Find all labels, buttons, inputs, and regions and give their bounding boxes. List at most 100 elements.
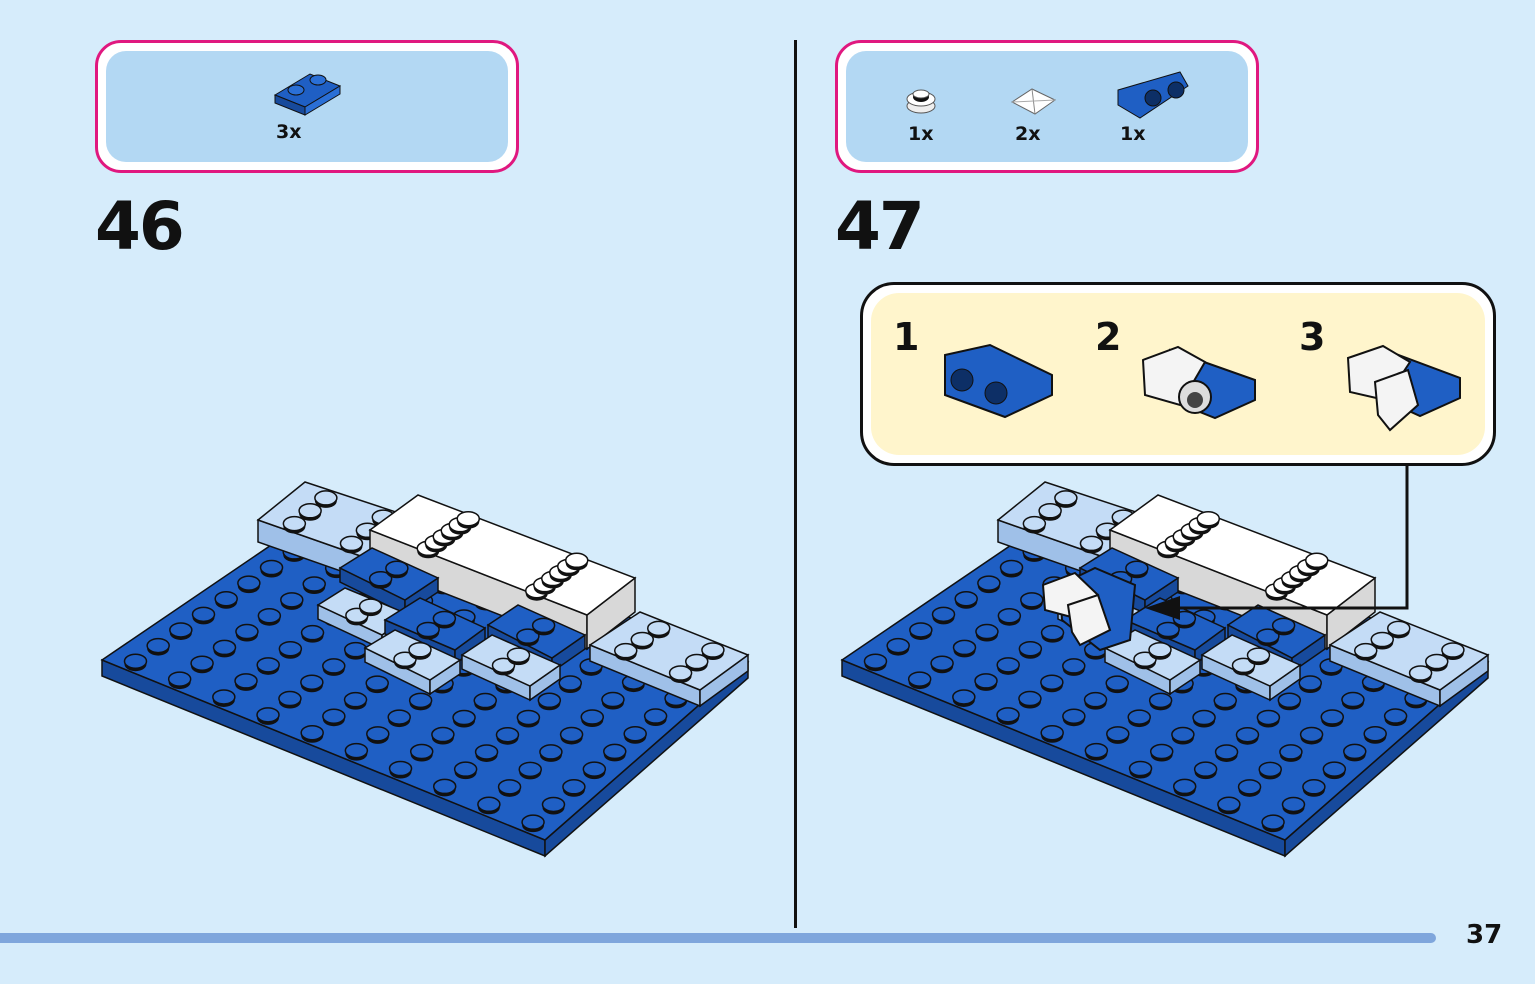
- stud: [623, 725, 647, 742]
- stud: [1305, 552, 1329, 569]
- stud: [474, 744, 499, 760]
- model-step-47: [840, 481, 1490, 858]
- stud: [952, 689, 976, 705]
- stud: [212, 639, 237, 656]
- stud: [1277, 692, 1302, 709]
- stud: [314, 490, 338, 506]
- light-plate: [588, 611, 750, 691]
- substep-1-bracket-icon: [944, 343, 1053, 419]
- stud: [1172, 778, 1197, 795]
- stud: [473, 692, 497, 709]
- stud: [1018, 690, 1042, 707]
- stud: [1022, 515, 1047, 532]
- stud: [300, 724, 324, 741]
- part-qty: 3x: [276, 121, 302, 143]
- stud: [1213, 692, 1237, 709]
- stud: [237, 575, 261, 591]
- stud: [322, 708, 346, 724]
- stud: [1271, 617, 1296, 634]
- white-round-plate-icon: [906, 89, 936, 114]
- stud: [322, 658, 346, 674]
- stud: [1128, 760, 1153, 777]
- stud: [1196, 510, 1220, 527]
- stud: [432, 610, 457, 627]
- stud: [565, 552, 589, 569]
- substep-number: 2: [1095, 315, 1122, 359]
- stud: [541, 796, 566, 813]
- stud: [278, 640, 303, 657]
- stud: [1441, 642, 1465, 658]
- stud: [1020, 592, 1044, 608]
- stud: [996, 707, 1020, 723]
- stud: [1040, 624, 1065, 641]
- substep-number: 3: [1299, 315, 1326, 359]
- stud: [212, 689, 236, 705]
- stud: [974, 673, 998, 689]
- page-number: 37: [1466, 920, 1503, 950]
- stud: [975, 623, 999, 640]
- stud: [1193, 761, 1218, 777]
- step-number: 46: [95, 188, 185, 265]
- stud: [630, 631, 654, 648]
- stud: [431, 726, 455, 743]
- part-icons: [273, 71, 1461, 432]
- stud: [497, 779, 522, 795]
- stud: [256, 707, 280, 723]
- pyramid-tile: [1066, 593, 1112, 647]
- model-step-46: [100, 481, 750, 858]
- stud: [531, 617, 556, 634]
- stud: [582, 761, 607, 777]
- stud: [1148, 642, 1172, 658]
- stud: [1246, 647, 1271, 663]
- stud: [1256, 628, 1280, 644]
- progress-bar: [0, 933, 1436, 943]
- stud: [1127, 709, 1151, 725]
- stud: [1040, 674, 1064, 690]
- stud: [257, 607, 282, 624]
- stud: [343, 641, 368, 658]
- stud: [997, 607, 1022, 624]
- stud: [1256, 709, 1281, 726]
- stud: [300, 674, 324, 690]
- stud: [408, 642, 432, 658]
- stud: [539, 744, 563, 760]
- stud: [1214, 744, 1239, 760]
- stud: [167, 671, 192, 687]
- white-brick: [368, 494, 637, 616]
- stud: [1387, 620, 1411, 637]
- stud: [191, 606, 216, 623]
- stud: [365, 675, 389, 691]
- stud: [123, 653, 148, 669]
- stud: [146, 637, 170, 654]
- stud: [385, 560, 409, 576]
- stud: [1341, 691, 1365, 708]
- substep-3-assembly-icon: [1346, 344, 1461, 432]
- stud: [1054, 490, 1078, 506]
- stud: [952, 639, 977, 656]
- stud: [1038, 503, 1062, 519]
- stud: [1281, 796, 1306, 813]
- stud: [907, 671, 932, 687]
- stud: [344, 742, 369, 759]
- stud: [931, 606, 956, 623]
- stud: [1106, 726, 1130, 742]
- stud: [518, 761, 542, 778]
- stud: [388, 760, 413, 777]
- blue-bracket-icon: [1117, 71, 1189, 119]
- stud: [1192, 709, 1216, 726]
- stud: [863, 653, 888, 669]
- stud: [909, 622, 933, 638]
- stud: [1408, 665, 1433, 681]
- stud: [256, 657, 280, 673]
- stud: [1322, 761, 1347, 777]
- stud: [647, 620, 671, 637]
- stud: [343, 691, 368, 708]
- stud: [278, 690, 302, 707]
- stud: [614, 642, 638, 659]
- part-qty: 1x: [1120, 123, 1146, 145]
- stud: [603, 743, 627, 760]
- arrow-icon: [1145, 596, 1180, 620]
- stud: [516, 709, 541, 726]
- stud: [886, 637, 910, 654]
